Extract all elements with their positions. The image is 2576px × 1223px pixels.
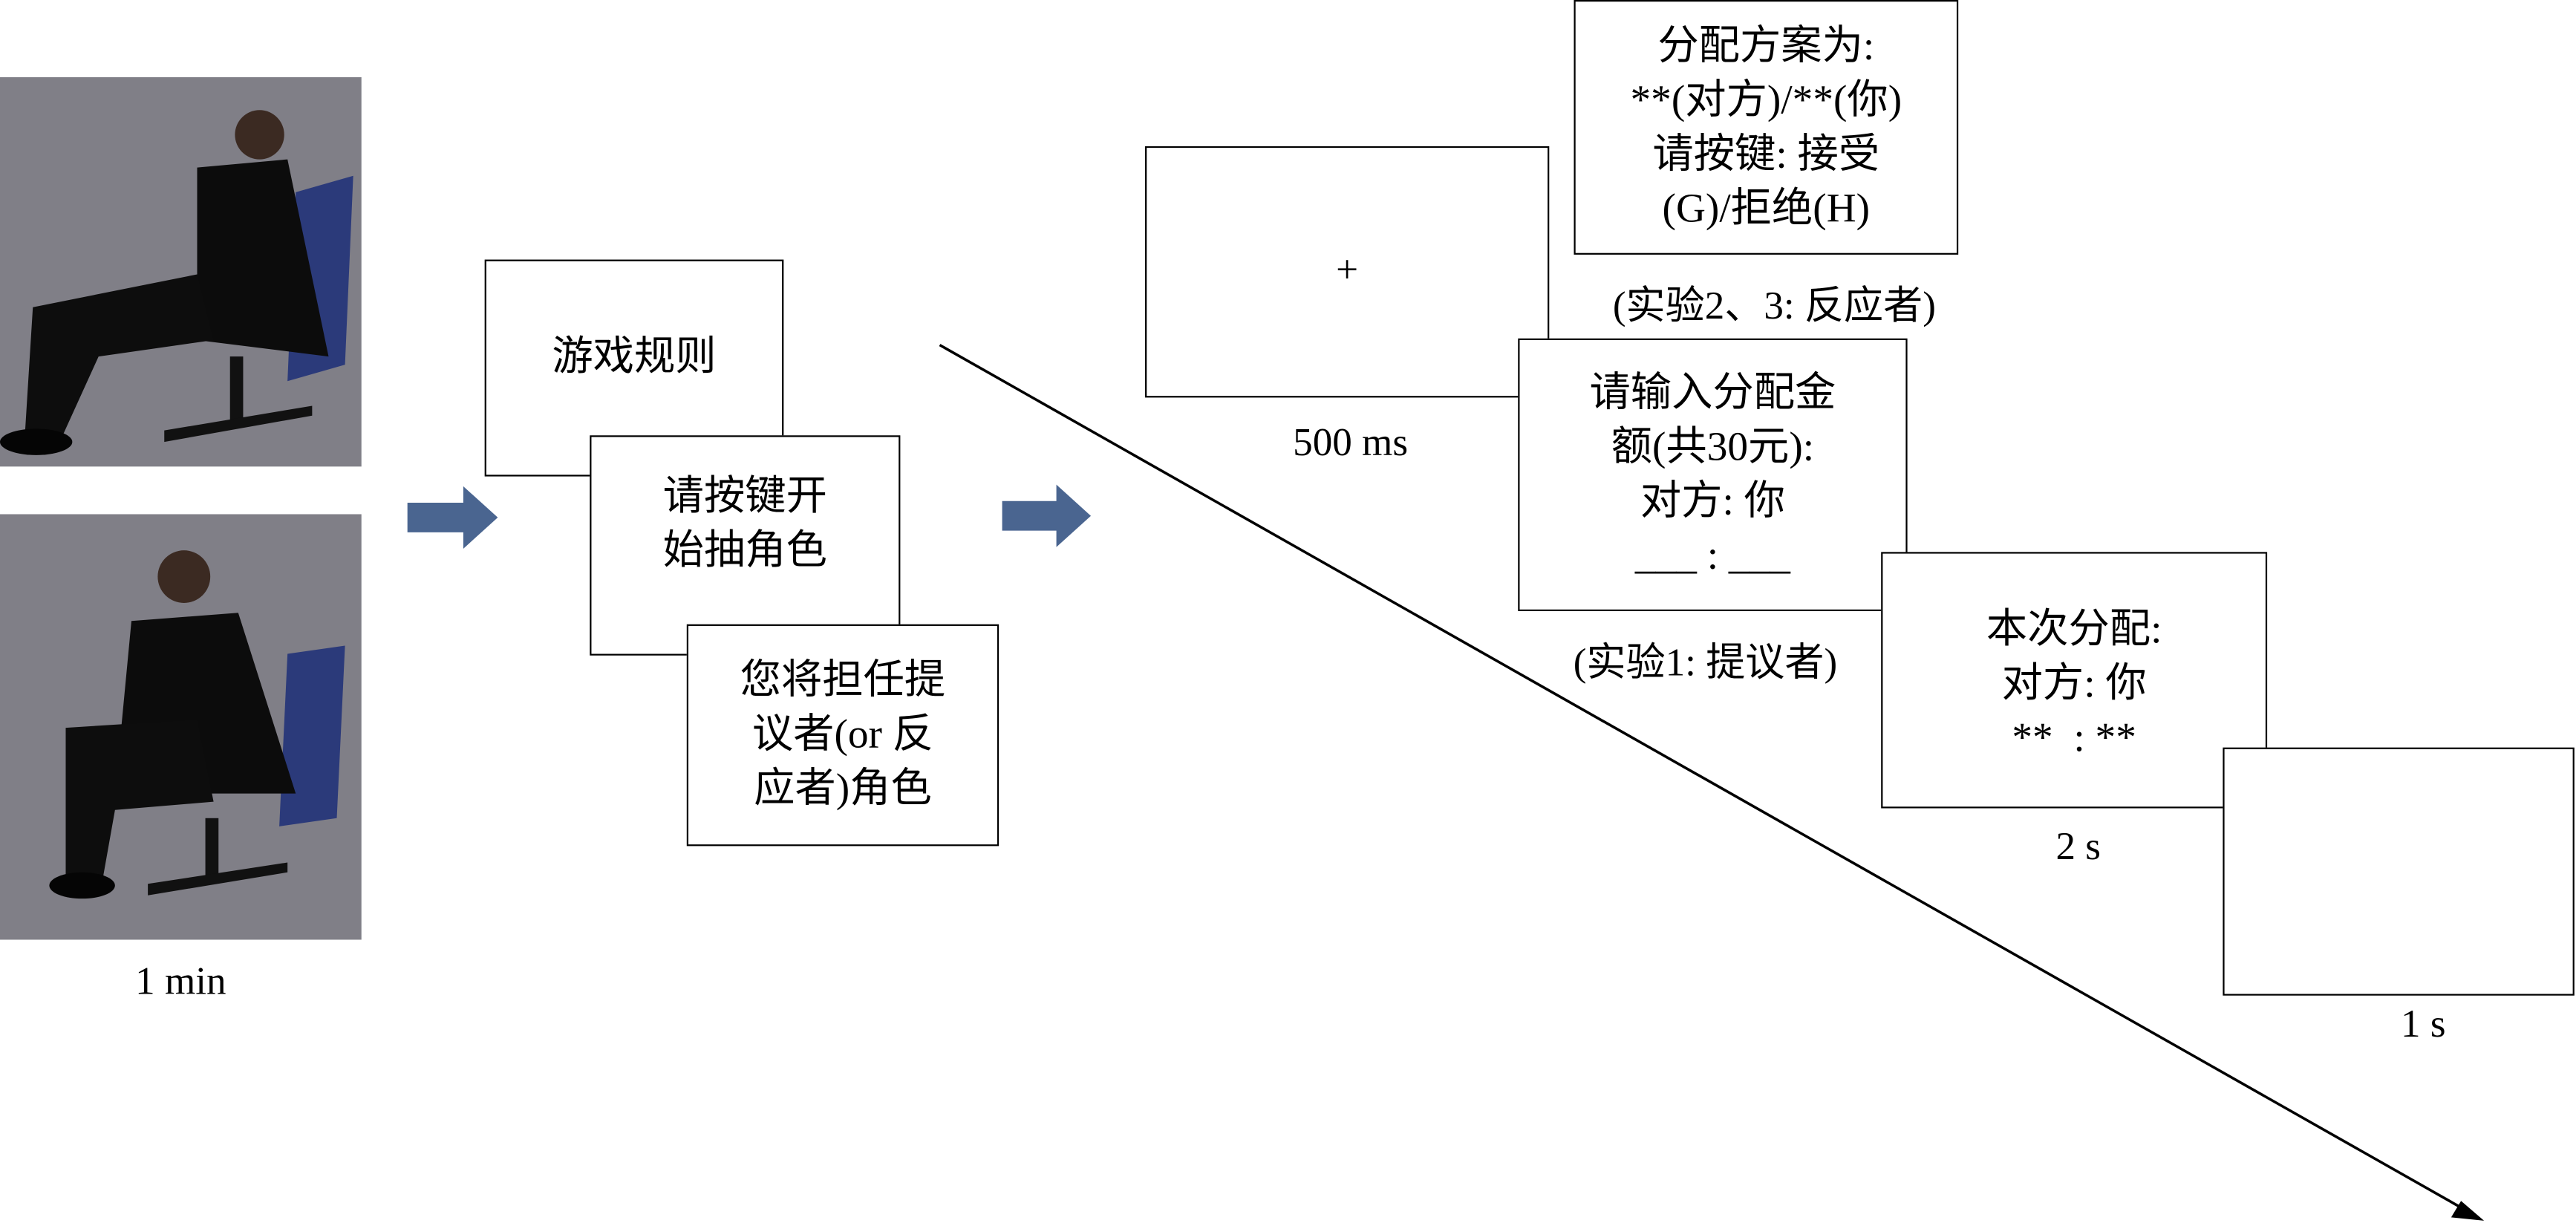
screen-text: ** : ** xyxy=(2012,716,2136,761)
person-seated-upright-icon xyxy=(49,550,345,899)
screen-text: 分配方案为: xyxy=(1657,24,1875,68)
screen-text: ___ : ___ xyxy=(1634,534,1790,578)
screen-draw-role: 请按键开 始抽角色 xyxy=(590,435,901,656)
screen-text: 请输入分配金 xyxy=(1589,371,1836,416)
participant-photo-reclined xyxy=(0,76,362,467)
screen-text: 议者(or 反 xyxy=(751,713,934,757)
arrow-right-icon xyxy=(407,486,498,549)
screen-responder-offer: 分配方案为: **(对方)/**(你) 请按键: 接受 (G)/拒绝(H) xyxy=(1574,0,1959,255)
time-axis-arrowhead-icon xyxy=(2451,1201,2485,1221)
screen-text: 您将担任提 xyxy=(740,659,946,703)
time-axis-line xyxy=(939,344,2474,1216)
responder-caption: (实验2、3: 反应者) xyxy=(1612,285,1936,329)
blank-duration-label: 1 s xyxy=(2401,1003,2446,1047)
fixation-duration-label: 500 ms xyxy=(1293,422,1409,466)
screen-text: (G)/拒绝(H) xyxy=(1662,186,1871,231)
screen-fixation: + xyxy=(1145,146,1550,398)
participant-photo-upright xyxy=(0,514,362,940)
screen-feedback: 本次分配: 对方: 你 ** : ** xyxy=(1881,552,2268,809)
screen-text: 对方: 你 xyxy=(1640,480,1785,524)
screen-blank xyxy=(2223,747,2575,996)
screen-text: 应者)角色 xyxy=(754,767,932,812)
arrow-right-icon xyxy=(1002,484,1092,547)
fixation-cross: + xyxy=(1336,250,1359,293)
screen-role-assigned: 您将担任提 议者(or 反 应者)角色 xyxy=(686,624,1000,847)
proposer-caption: (实验1: 提议者) xyxy=(1573,642,1838,685)
screen-text: 始抽角色 xyxy=(662,529,827,574)
screen-text: 请按键开 xyxy=(662,474,827,520)
rest-duration-label: 1 min xyxy=(135,961,226,1004)
screen-text: **(对方)/**(你) xyxy=(1630,78,1902,123)
screen-text: 游戏规则 xyxy=(552,335,717,380)
screen-text: 对方: 你 xyxy=(2001,662,2147,707)
screen-text: 本次分配: xyxy=(1986,607,2162,653)
screen-text: 请按键: 接受 xyxy=(1652,132,1880,177)
person-seated-reclined-icon xyxy=(0,110,353,455)
screen-text: 额(共30元): xyxy=(1611,425,1815,470)
feedback-duration-label: 2 s xyxy=(2055,826,2101,870)
screen-proposer-input: 请输入分配金 额(共30元): 对方: 你 ___ : ___ xyxy=(1518,338,1908,612)
